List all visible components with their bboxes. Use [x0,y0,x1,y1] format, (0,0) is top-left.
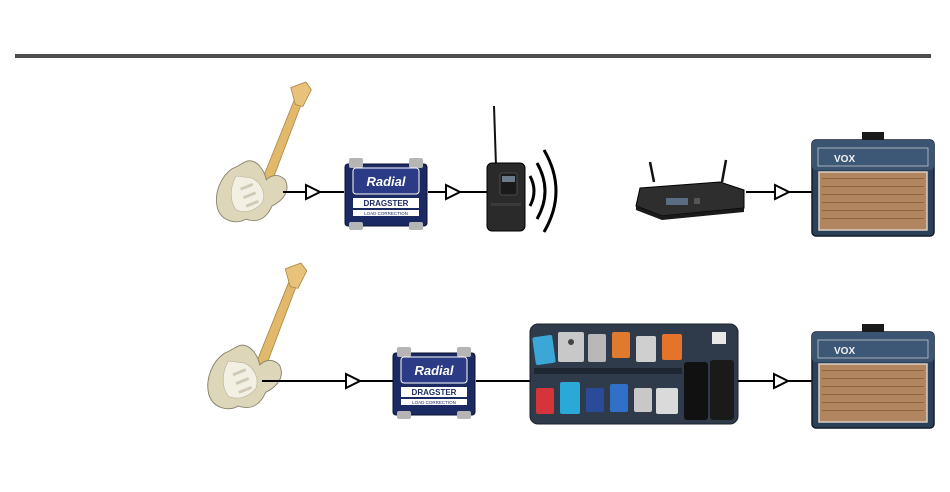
di-sub-label: LOAD CORRECTION [364,211,408,216]
di-brand-label: Radial [366,174,405,189]
di-model-label: DRAGSTER [364,199,409,208]
signal-arrow [306,185,320,199]
wireless-chain-row: Radial DRAGSTER LOAD CORRECTION [216,82,934,236]
vox-amp-icon: VOX [812,324,934,428]
electric-guitar-icon [208,263,307,409]
amp-brand-label: VOX [834,346,855,357]
radio-waves-icon [530,150,556,232]
di-box-icon: Radial DRAGSTER LOAD CORRECTION [393,347,475,419]
header-rule [15,54,931,58]
electric-guitar-icon [216,82,311,222]
di-box-icon: Radial DRAGSTER LOAD CORRECTION [345,158,427,230]
vox-amp-icon: VOX [812,132,934,236]
bodypack-transmitter-icon [487,106,525,231]
wireless-receiver-icon [636,160,744,220]
di-model-label: DRAGSTER [412,388,457,397]
amp-brand-label: VOX [834,154,855,165]
pedalboard-icon [530,324,738,424]
pedalboard-chain-row: Radial DRAGSTER LOAD CORRECTION [208,263,934,428]
signal-arrow [774,374,788,388]
signal-arrow [446,185,460,199]
signal-arrow [775,185,789,199]
di-brand-label: Radial [414,363,453,378]
signal-arrow [346,374,360,388]
di-sub-label: LOAD CORRECTION [412,400,456,405]
